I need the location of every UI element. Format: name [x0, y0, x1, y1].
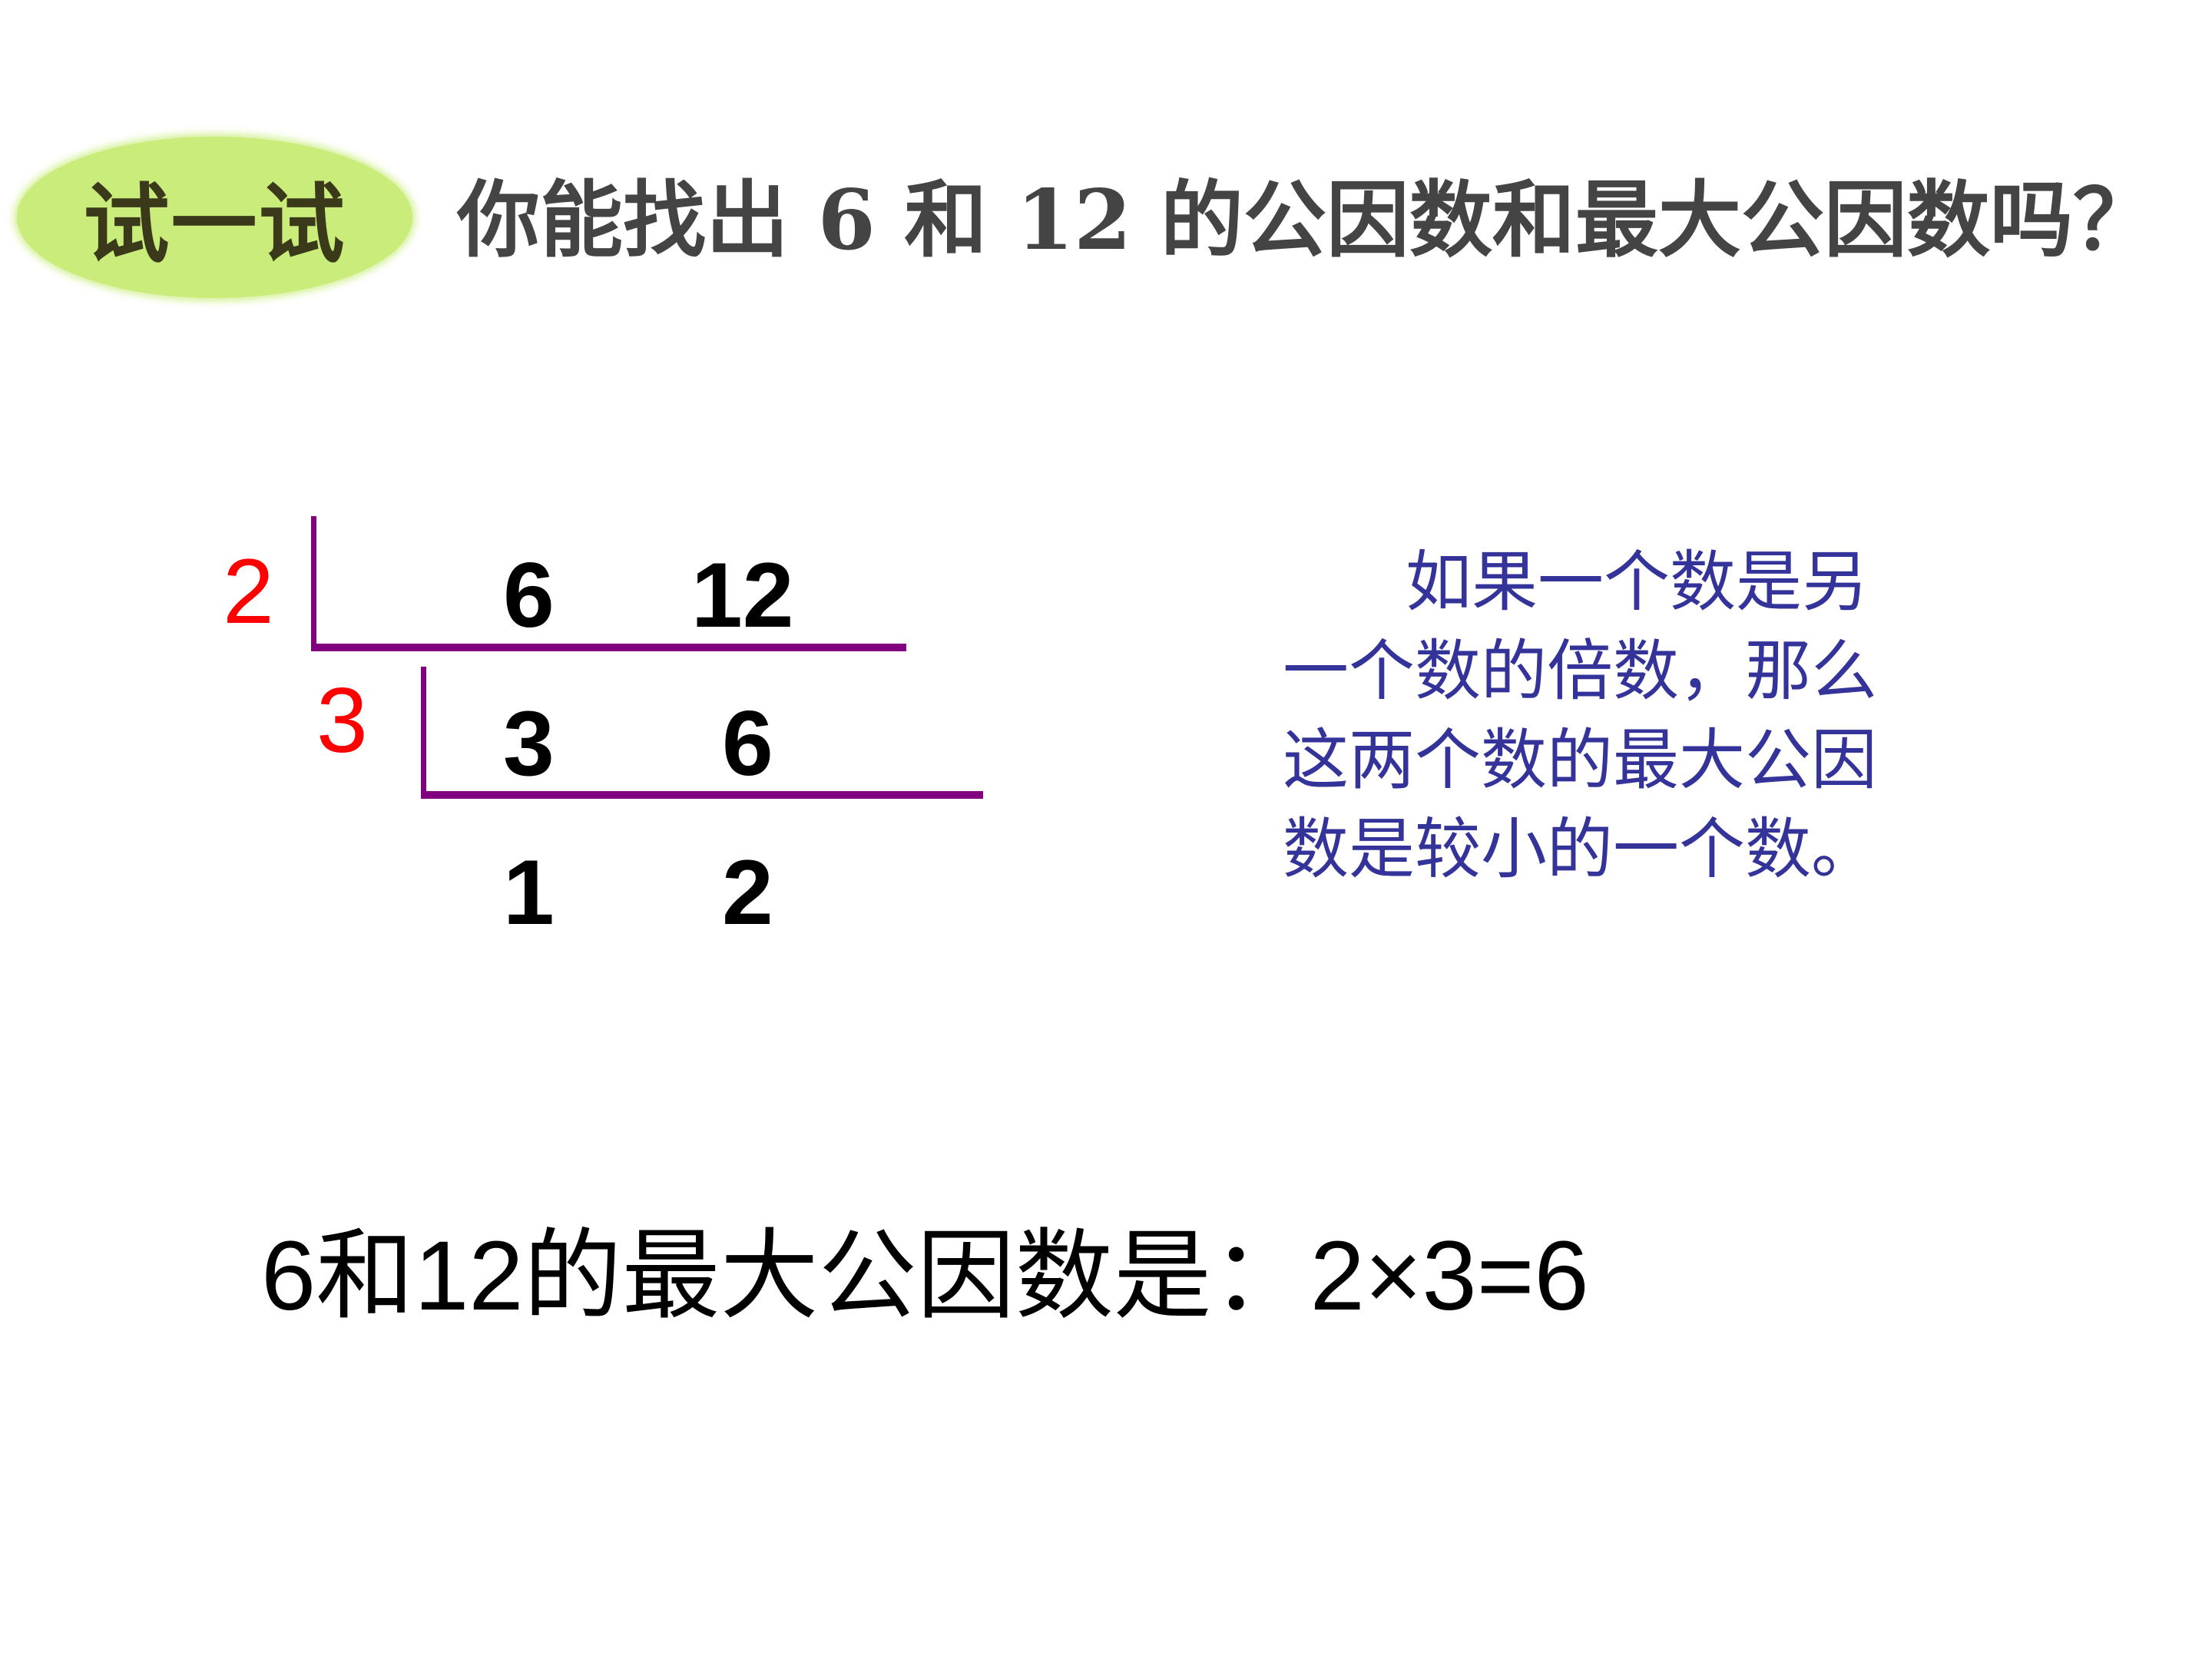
explanation-line-4: 数是较小的一个数。: [1283, 811, 1877, 888]
division-bracket-vertical-2: [421, 667, 426, 797]
try-it-badge-label: 试一试: [83, 174, 346, 275]
division-bracket-vertical-1: [311, 516, 316, 651]
divisor-3: 3: [316, 669, 368, 772]
question-title: 你能找出 6 和 12 的公因数和最大公因数吗？: [457, 172, 2156, 269]
explanation-text: 如果一个数是另 一个数的倍数，那么 这两个数的最大公因 数是较小的一个数。: [1283, 538, 1974, 894]
dividend-right-row1: 12: [691, 544, 794, 647]
dividend-left-row1: 6: [503, 544, 555, 647]
try-it-badge: 试一试: [17, 137, 412, 298]
explanation-line-1: 如果一个数是另: [1406, 544, 1868, 621]
explanation-line-3: 这两个数的最大公因: [1283, 722, 1877, 799]
divisor-2: 2: [223, 540, 274, 643]
conclusion-text: 6和12的最大公因数是：2×3=6: [261, 1221, 1589, 1331]
division-bracket-horizontal-2: [421, 791, 983, 799]
quotient-right-row2: 6: [722, 692, 773, 795]
quotient-left-row3: 1: [503, 841, 555, 944]
quotient-right-row3: 2: [722, 841, 773, 944]
quotient-left-row2: 3: [503, 692, 555, 795]
explanation-line-2: 一个数的倍数，那么: [1283, 633, 1877, 710]
division-bracket-horizontal-1: [311, 644, 906, 651]
